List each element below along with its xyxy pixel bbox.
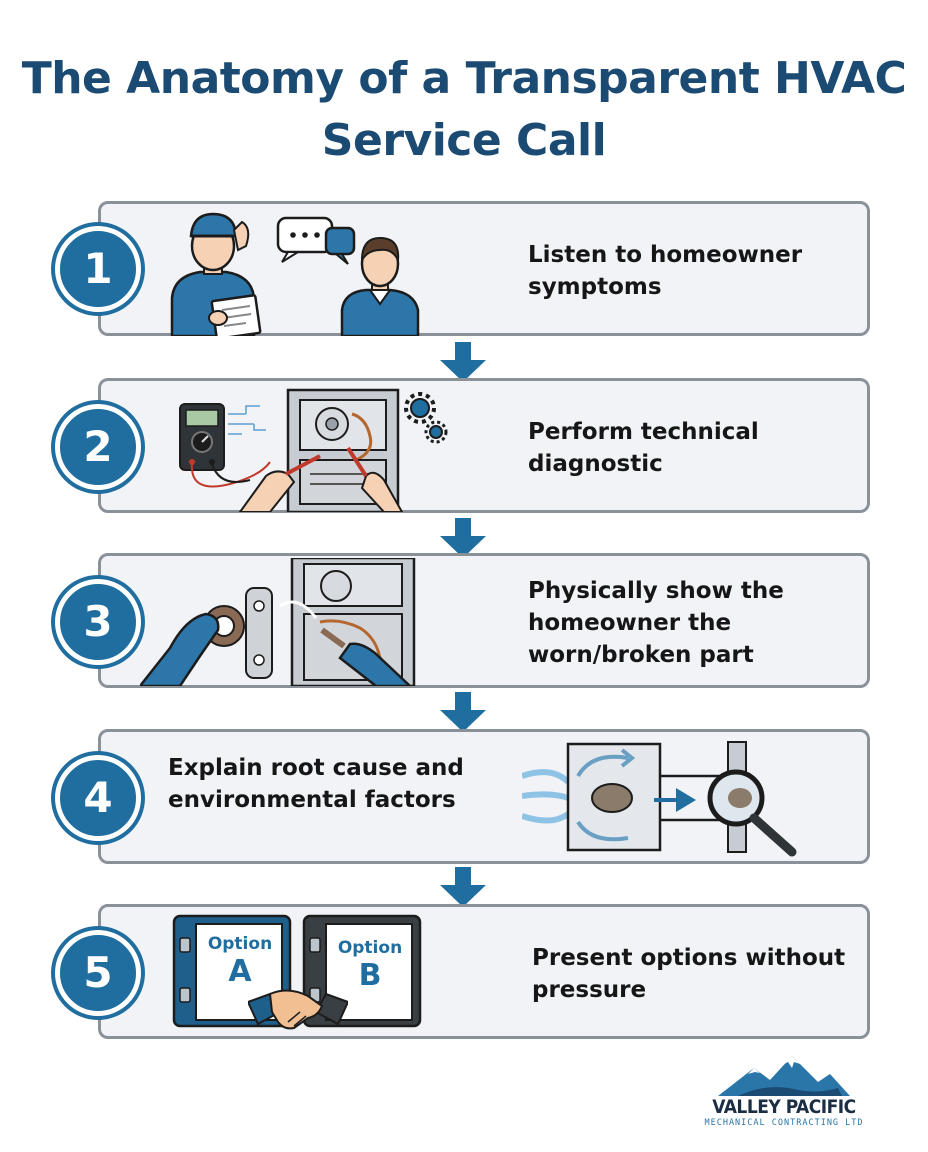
magnifier-icon — [707, 769, 797, 857]
down-arrow-2 — [440, 518, 486, 558]
step-badge-2: 2 — [55, 404, 141, 490]
logo-name: VALLEY PACIFIC — [712, 1096, 856, 1118]
logo-subtitle: MECHANICAL CONTRACTING LTD — [704, 1118, 864, 1128]
step-text-1: Listen to homeowner symptoms — [528, 242, 803, 300]
gear-icon — [404, 392, 448, 444]
step-badge-1: 1 — [55, 226, 141, 312]
handshake-icon — [248, 989, 348, 1030]
speech-bubble-icon — [276, 216, 356, 265]
option-a-letter: A — [228, 954, 252, 989]
options-illustration: Option A Option B — [168, 912, 428, 1036]
technician-icon — [170, 212, 262, 336]
company-logo: VALLEY PACIFIC MECHANICAL CONTRACTING LT… — [696, 1052, 872, 1132]
gloved-hand-icon — [238, 446, 404, 512]
step-text-4: Explain root cause and environmental fac… — [168, 755, 464, 813]
down-arrow-1 — [440, 342, 486, 382]
down-arrow-3 — [440, 692, 486, 732]
option-b-letter: B — [358, 958, 382, 993]
gloved-hand-icon — [140, 612, 412, 686]
bearing-part-icon — [203, 587, 318, 679]
step-badge-5: 5 — [55, 930, 141, 1016]
step-text-3: Physically show the homeowner the worn/b… — [528, 578, 784, 668]
step-card-2 — [98, 378, 870, 513]
diagnostic-illustration — [179, 388, 448, 512]
homeowner-icon — [340, 236, 420, 336]
option-b-word: Option — [337, 938, 403, 958]
step-text-2: Perform technical diagnostic — [528, 419, 759, 477]
option-a-word: Option — [207, 934, 273, 954]
step-text-5: Present options without pressure — [532, 945, 846, 1003]
step-badge-4: 4 — [55, 755, 141, 841]
multimeter-icon — [179, 403, 271, 488]
show-part-illustration — [140, 558, 416, 686]
down-arrow-4 — [440, 867, 486, 907]
step-badge-3: 3 — [55, 579, 141, 665]
furnace-icon — [290, 558, 416, 686]
root-cause-illustration — [522, 741, 797, 857]
mountain-logo-icon — [718, 1056, 850, 1096]
listening-illustration — [170, 212, 420, 336]
page-title: The Anatomy of a Transparent HVAC Servic… — [21, 53, 907, 166]
